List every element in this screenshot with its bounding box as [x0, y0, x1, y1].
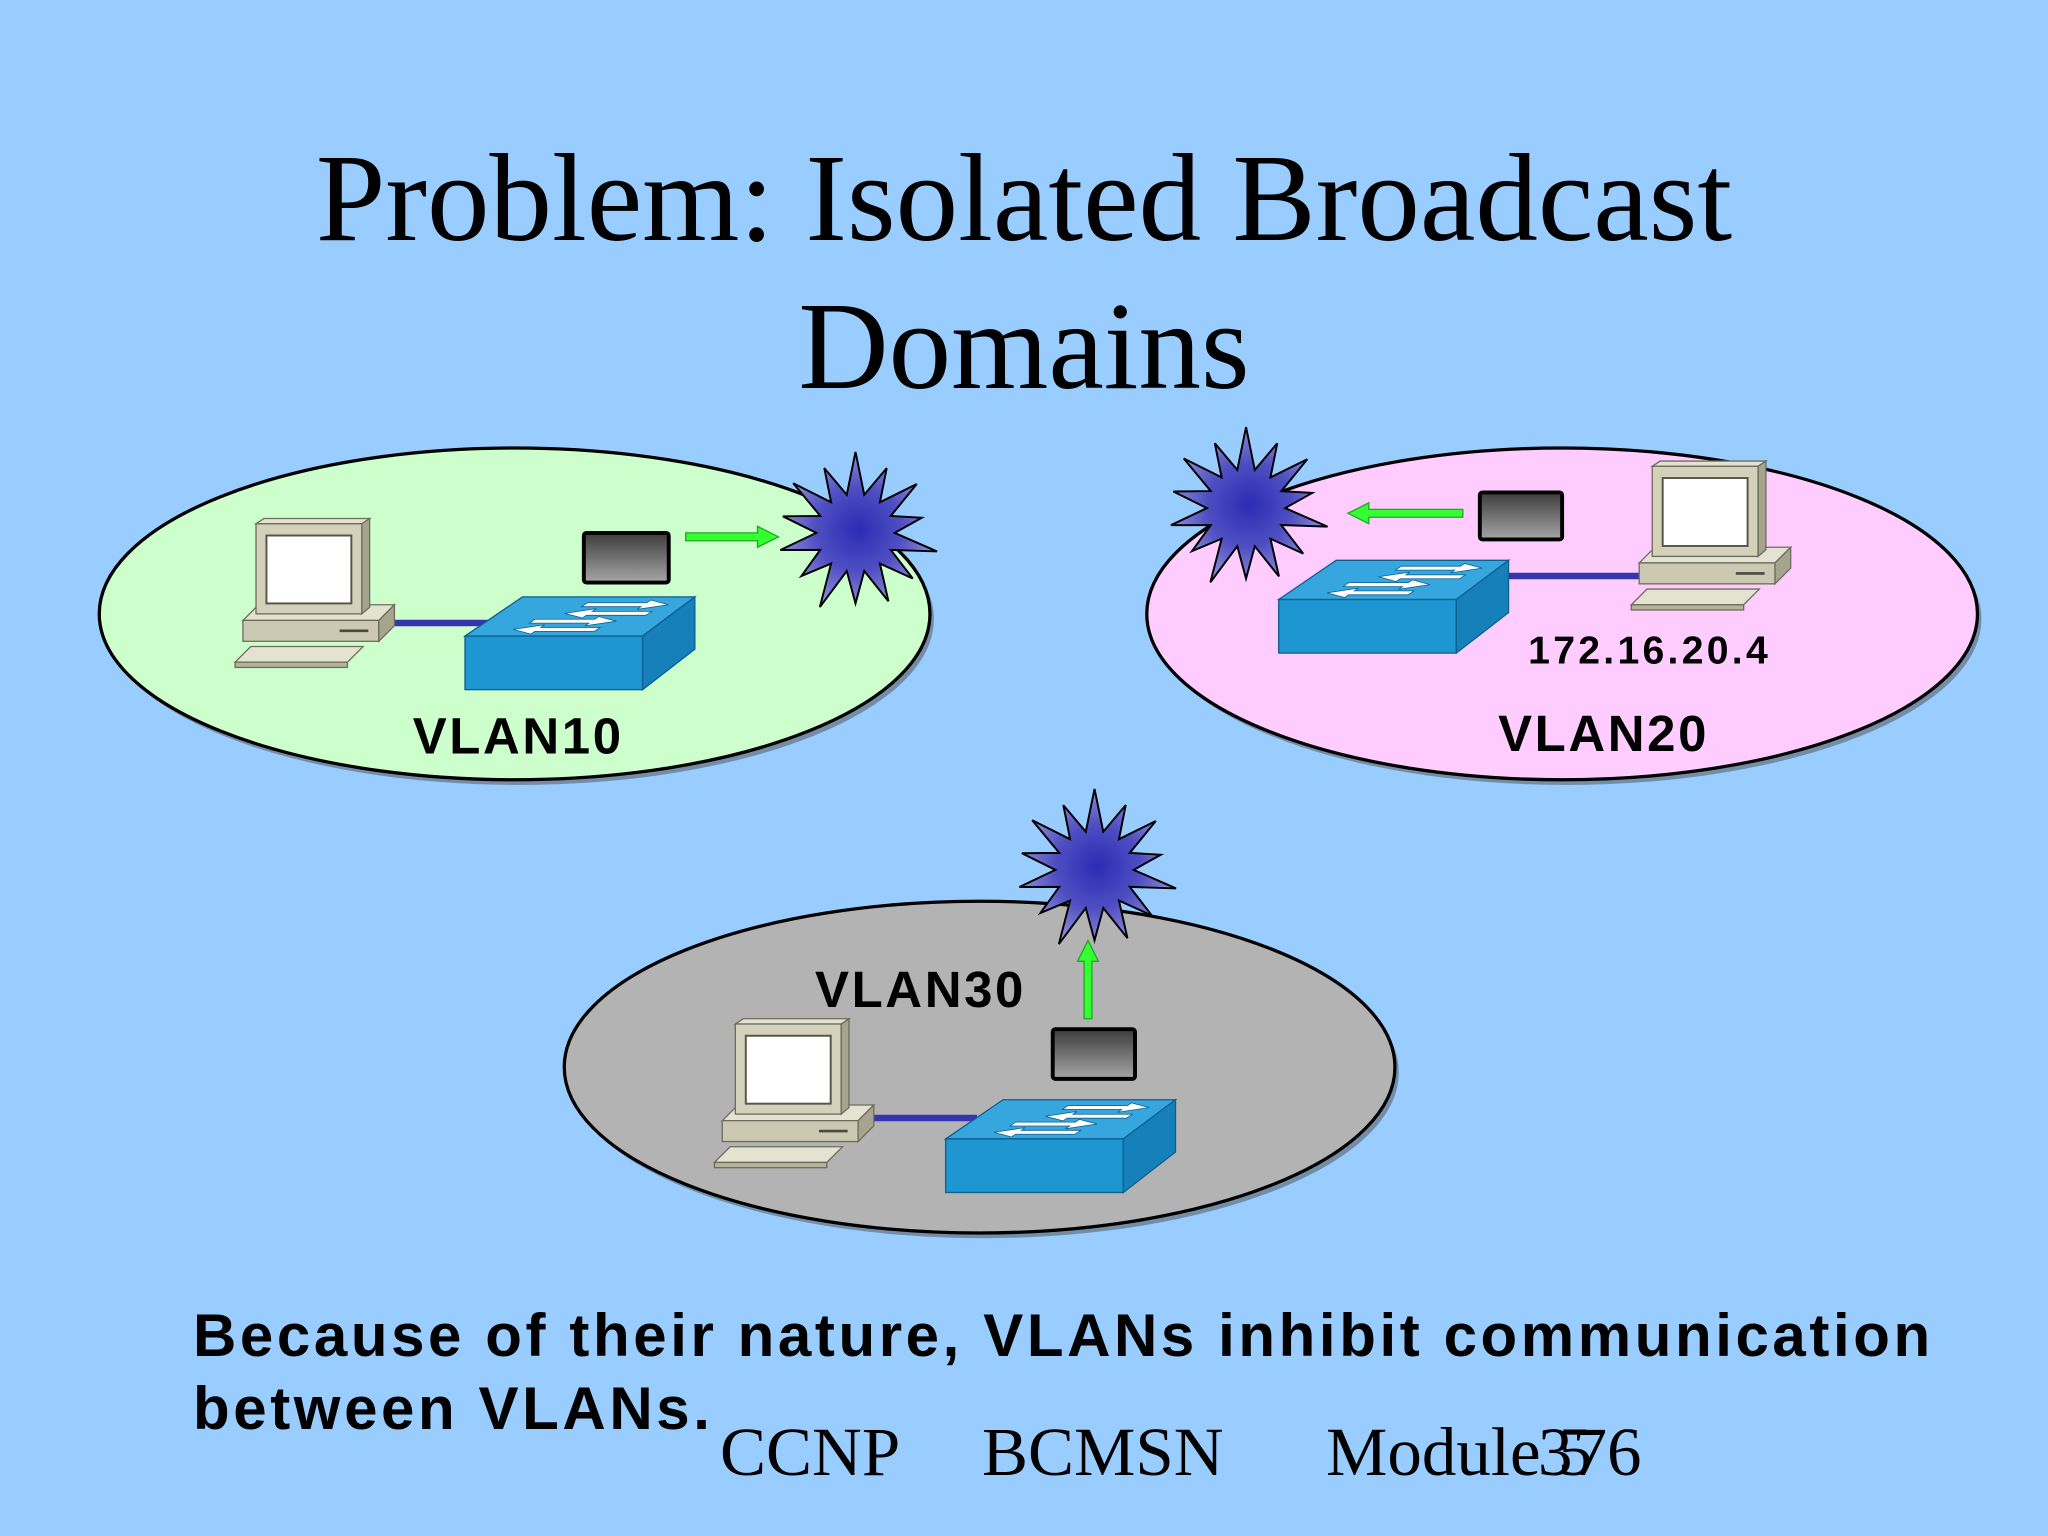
- vlan20-ellipse: [1145, 446, 1980, 782]
- vlan20-arrow-icon: [1346, 501, 1464, 525]
- vlan30-frame-icon: [1050, 1027, 1137, 1081]
- vlan30-group: VLAN30: [562, 787, 1399, 1239]
- vlan20-group: 172.16.20.4 VLAN20: [1145, 426, 1982, 785]
- footer-module: Module 5: [1326, 1414, 1593, 1490]
- vlan10-arrow-icon: [685, 525, 780, 549]
- slide-title: Problem: Isolated Broadcast Domains: [315, 130, 1733, 416]
- footer-course: CCNP: [720, 1414, 901, 1490]
- vlan20-host-address: 172.16.20.4: [1528, 630, 1771, 673]
- slide-body-text: Because of their nature, VLANs inhibit c…: [193, 1299, 1934, 1445]
- vlan30-arrow-icon: [1076, 938, 1100, 1020]
- vlan20-frame-icon: [1477, 490, 1565, 542]
- vlan30-label: VLAN30: [815, 961, 1026, 1018]
- slide-number: 376: [1538, 1414, 1642, 1490]
- body-line: Because of their nature, VLANs inhibit c…: [193, 1302, 1934, 1369]
- vlan10-label: VLAN10: [413, 708, 624, 765]
- vlan10-frame-icon: [581, 530, 671, 585]
- footer-exam: BCMSN: [982, 1414, 1224, 1490]
- vlan10-group: VLAN10: [97, 446, 938, 785]
- body-line: between VLANs.: [193, 1375, 714, 1442]
- vlan20-label: VLAN20: [1498, 705, 1709, 762]
